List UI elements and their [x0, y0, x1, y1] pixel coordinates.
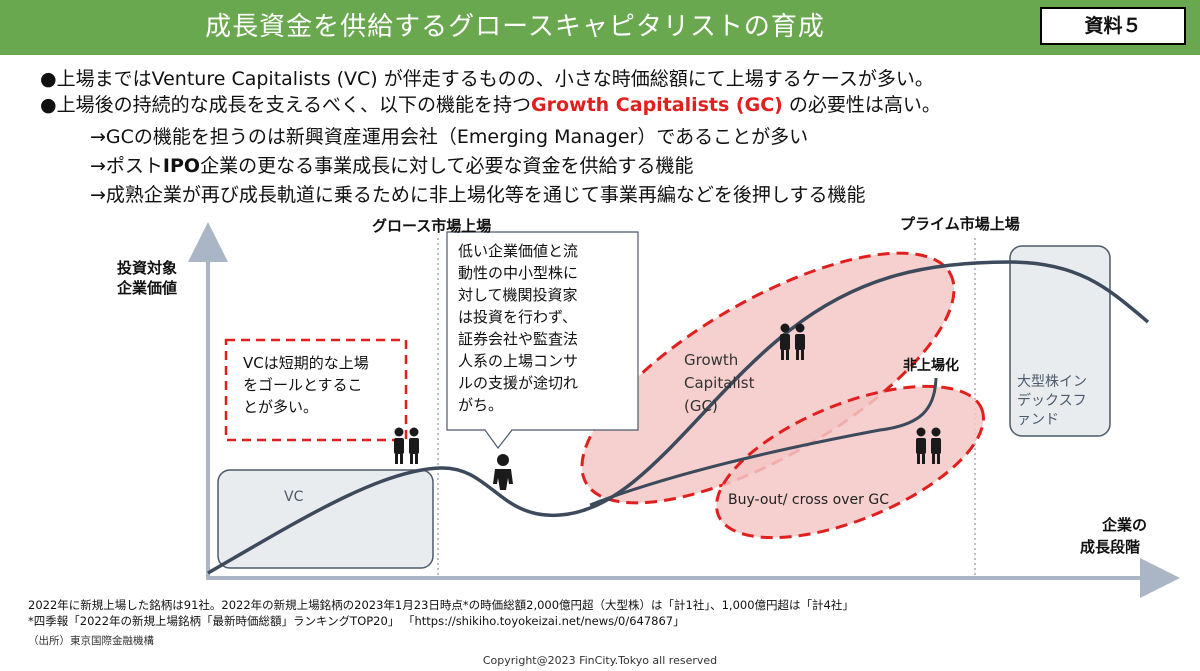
y-axis-label-1: 投資対象 — [117, 259, 178, 277]
gc-label-1: Growth — [684, 351, 739, 369]
sub-bullet-post-ipo-post: 企業の更なる事業成長に対して必要な資金を供給する機能 — [200, 155, 694, 177]
buyout-ellipse — [715, 384, 985, 540]
vc-box-label: VC — [284, 489, 304, 505]
footnote-source-ranking: *四季報「2022年の新規上場銘柄「最新時価総額」ランキングTOP20」 「ht… — [28, 614, 685, 628]
sub-bullet-post-ipo-bold: IPO — [162, 155, 201, 177]
document-badge: 資料５ — [1040, 7, 1186, 45]
business-people-icon — [394, 427, 419, 464]
index-fund-label-1: 大型株イン — [1017, 374, 1087, 390]
x-axis-label-2: 成長段階 — [1080, 538, 1141, 556]
sub-bullet-post-ipo-pre: →ポスト — [90, 155, 163, 177]
business-people-icon-buyout — [916, 427, 941, 464]
prime-listing-label: プライム市場上場 — [900, 215, 1020, 233]
business-people-icon-gc — [780, 323, 805, 360]
copyright: Copyright@2023 FinCity.Tokyo all reserve… — [482, 654, 718, 667]
title-bar — [0, 0, 1200, 55]
vc-box — [217, 469, 434, 569]
bullet-gc-highlight: Growth Capitalists (GC) — [531, 94, 783, 116]
buyout-label: Buy-out/ cross over GC — [728, 492, 889, 508]
vc-note-box — [224, 338, 408, 442]
sub-bullet-post-ipo: →ポストIPO企業の更なる事業成長に対して必要な資金を供給する機能 — [90, 153, 694, 179]
index-fund-label-3: ァンド — [1017, 412, 1059, 428]
footnote-origin: （出所）東京国際金融機構 — [28, 635, 154, 647]
sub-bullet-emerging-manager: →GCの機能を担うのは新興資産運用会社（Emerging Manager）である… — [90, 126, 809, 148]
gc-label-3: (GC) — [684, 397, 718, 415]
person-icon — [493, 454, 513, 490]
y-axis-label-2: 企業価値 — [117, 279, 178, 297]
x-axis-label-1: 企業の — [1102, 516, 1148, 534]
bullet-vc: ●上場まではVenture Capitalists (VC) が伴走するものの、… — [40, 68, 934, 90]
footnote-stats: 2022年に新規上場した銘柄は91社。2022年の新規上場銘柄の2023年1月2… — [28, 598, 854, 612]
sub-bullet-restructuring: →成熟企業が再び成長軌道に乗るために非上場化等を通じて事業再編などを後押しする機… — [90, 184, 866, 206]
gc-label-2: Capitalist — [684, 374, 755, 392]
bullet-gc-tail: の必要性は高い。 — [782, 94, 941, 116]
growth-curve — [207, 260, 1150, 575]
buyout-curve — [589, 377, 938, 507]
growth-listing-label: グロース市場上場 — [372, 217, 492, 235]
page-title: 成長資金を供給するグロースキャピタリストの育成 — [205, 12, 825, 42]
bullet-gc-text: ●上場後の持続的な成長を支えるべく、以下の機能を持つ — [40, 94, 532, 116]
index-fund-box — [1009, 245, 1111, 437]
vc-note-text: VCは短期的な上場 をゴールとするこ とが多い。 — [243, 354, 369, 416]
callout-box — [446, 231, 639, 450]
delisting-label: 非上場化 — [903, 358, 959, 374]
index-fund-label-2: デックスフ — [1017, 393, 1087, 409]
callout-text: 低い企業価値と流 動性の中小型株に 対して機関投資家 は投資を行わず、 証券会社… — [458, 242, 579, 414]
bullet-gc: ●上場後の持続的な成長を支えるべく、以下の機能を持つGrowth Capital… — [40, 92, 941, 118]
